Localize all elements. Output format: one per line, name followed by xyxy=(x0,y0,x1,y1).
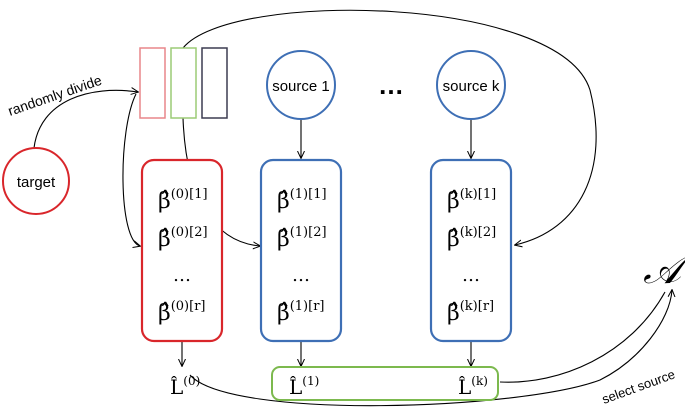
losses: L̂(0) L̂(1) L̂(k) xyxy=(170,374,488,399)
randomly-divide-label: randomly divide xyxy=(6,72,104,119)
loss-0: L̂(0) xyxy=(170,374,200,399)
estimate-0-r: β̂(0)[r] xyxy=(158,299,206,326)
sourcek-estimator-box xyxy=(429,158,513,343)
split-rect-dark xyxy=(201,47,228,119)
split-rect-green xyxy=(170,47,197,119)
loss-box-to-select-arrow xyxy=(499,291,666,383)
target-to-divide-arrow xyxy=(33,90,138,149)
sourcek-label: source k xyxy=(443,78,500,95)
source1-box-estimates: β̂(1)[1] β̂(1)[2] … β̂(1)[r] xyxy=(277,187,327,326)
split-rect-red xyxy=(139,47,166,119)
sourcek-node xyxy=(436,50,506,120)
estimate-0-dots: … xyxy=(173,265,191,286)
select-source-arrow xyxy=(189,290,672,407)
source1-node xyxy=(266,50,336,120)
selected-set-A: 𝒜 xyxy=(643,247,685,293)
target-box-estimates: β̂(0)[1] β̂(0)[2] … β̂(0)[r] xyxy=(158,187,208,326)
estimate-k-dots: … xyxy=(462,265,480,286)
estimate-1-1: β̂(1)[1] xyxy=(277,187,327,214)
estimate-1-2: β̂(1)[2] xyxy=(277,225,327,252)
target-estimator-box xyxy=(140,158,224,343)
sourcek-box-estimates: β̂(k)[1] β̂(k)[2] … β̂(k)[r] xyxy=(447,187,496,326)
estimate-1-dots: … xyxy=(292,265,310,286)
estimate-0-1: β̂(0)[1] xyxy=(158,187,208,214)
loss-1: L̂(1) xyxy=(289,374,319,399)
source-loss-box xyxy=(271,366,499,401)
split-to-sourcek-box-arrow xyxy=(182,9,597,245)
estimate-k-r: β̂(k)[r] xyxy=(447,299,494,326)
estimate-0-2: β̂(0)[2] xyxy=(158,225,208,252)
estimate-k-1: β̂(k)[1] xyxy=(447,187,496,214)
between-sources-dots: … xyxy=(378,70,404,100)
select-source-label: select source xyxy=(600,367,677,407)
loss-k: L̂(k) xyxy=(458,374,488,399)
source1-estimator-box xyxy=(259,158,343,343)
target-label: target xyxy=(17,174,56,191)
target-node xyxy=(2,147,70,215)
source1-label: source 1 xyxy=(272,78,330,95)
estimate-1-r: β̂(1)[r] xyxy=(277,299,325,326)
divide-to-target-box-arrow xyxy=(122,93,140,246)
estimate-k-2: β̂(k)[2] xyxy=(447,225,496,252)
